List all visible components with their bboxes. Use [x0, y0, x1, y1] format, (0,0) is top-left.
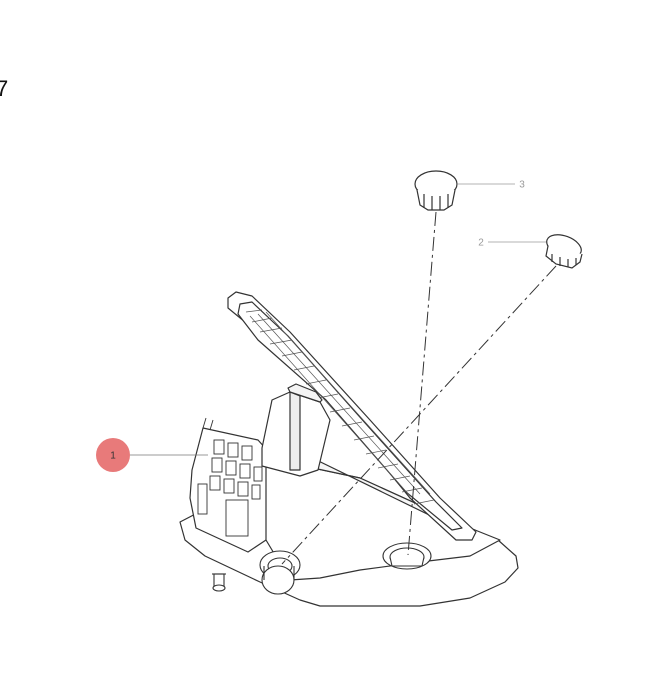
callout-1-label: 1 — [110, 451, 116, 462]
right-mounting-hole — [382, 542, 432, 570]
callout-2-label: 2 — [478, 238, 484, 249]
page-fragment-number: 7 — [0, 76, 9, 101]
pedal-lattice — [245, 309, 435, 505]
plug-cap-3 — [414, 170, 458, 211]
explode-centerlines — [281, 211, 557, 565]
callout-1-group[interactable]: 1 — [96, 438, 208, 472]
bracket-grid — [197, 417, 263, 537]
pedal-arm — [261, 383, 331, 477]
callout-3-label: 3 — [519, 180, 525, 191]
callout-2-group[interactable]: 2 — [478, 238, 546, 249]
bottom-stud — [212, 573, 226, 592]
pedal-housing — [179, 427, 519, 607]
plug-cap-2 — [545, 234, 583, 269]
callout-3-group[interactable]: 3 — [458, 180, 525, 191]
left-mounting-hole — [259, 550, 301, 595]
callout-1-highlight[interactable] — [96, 438, 130, 472]
